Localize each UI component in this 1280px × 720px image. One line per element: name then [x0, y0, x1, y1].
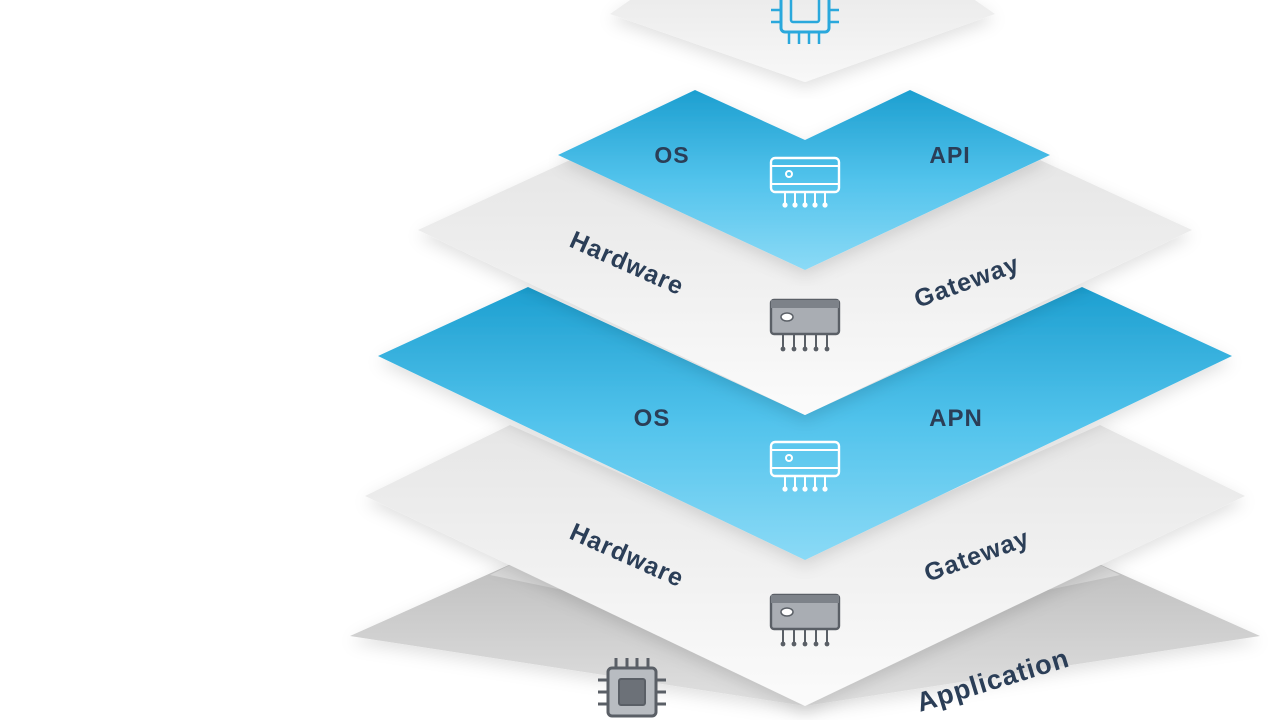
layer-3-right-label: APN [929, 405, 983, 432]
layer-3-left-label: OS [634, 405, 671, 432]
layer-1-blue: OS API [558, 90, 1050, 270]
layer-1-right-label: API [929, 142, 970, 168]
layer-3-blue: OS APN [378, 287, 1232, 560]
layer-4-light: Hardware Gateway [365, 425, 1245, 706]
layer-top-chip [610, 0, 995, 82]
layer-2-light: Hardware Gateway [418, 160, 1192, 415]
layer-1-left-label: OS [654, 142, 689, 168]
